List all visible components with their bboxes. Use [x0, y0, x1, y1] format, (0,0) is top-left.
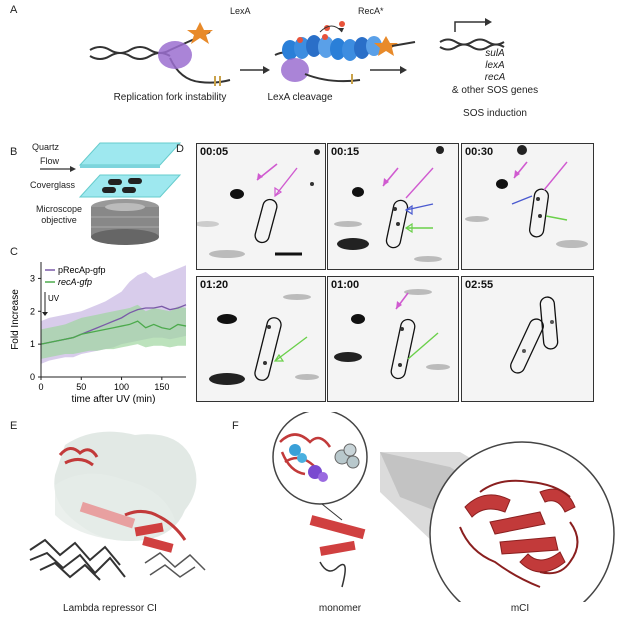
- panel-b-label: B: [10, 146, 18, 158]
- micrograph-0005: 00:05: [196, 143, 326, 270]
- panel-c-label: C: [10, 246, 18, 258]
- y-tick-label: 3: [30, 273, 35, 283]
- timestamp-0015: 00:15: [331, 146, 360, 158]
- gene-other: & other SOS genes: [451, 85, 539, 96]
- y-tick-label: 2: [30, 306, 35, 316]
- timestamp-0255: 02:55: [465, 279, 494, 291]
- micrograph-0255: 02:55: [461, 276, 594, 402]
- y-axis-title: Fold Increase: [10, 289, 21, 350]
- x-axis-title: time after UV (min): [72, 394, 156, 405]
- caption-mci: mCI: [510, 603, 530, 614]
- panel-f-label: F: [232, 420, 239, 432]
- gene-reca: recA: [484, 72, 506, 83]
- flow-cell-illustration: [40, 142, 182, 245]
- legend-label-1: recA-gfp: [58, 277, 92, 287]
- reca-filament: [274, 21, 416, 84]
- flow-label: Flow: [40, 156, 60, 166]
- micrograph-0030: 00:30: [461, 143, 594, 270]
- lambda-repressor-structure: [29, 431, 206, 581]
- coverglass-label: Coverglass: [30, 180, 76, 190]
- sos-gene-dna: [439, 18, 505, 51]
- confidence-band-1: [41, 304, 186, 359]
- uv-label: UV: [48, 294, 60, 303]
- caption-lambda: Lambda repressor CI: [63, 603, 157, 614]
- x-tick-label: 150: [154, 382, 169, 392]
- y-tick-label: 0: [30, 372, 35, 382]
- panel-d-label: D: [176, 143, 184, 155]
- panel-e-label: E: [10, 420, 18, 432]
- gene-sula: sulA: [485, 48, 505, 59]
- fold-increase-chart: 0 50 100 150 0 1 2 3 time after UV (min) Fold Inc…: [10, 262, 187, 405]
- caption-monomer: monomer: [318, 603, 362, 614]
- x-tick-label: 0: [38, 382, 43, 392]
- micrograph-0100: 01:00: [327, 276, 459, 402]
- caption-fork: Replication fork instability: [113, 92, 227, 103]
- caption-sos: SOS induction: [463, 108, 527, 119]
- caption-cleavage: LexA cleavage: [267, 92, 333, 103]
- replication-fork-1: [89, 22, 231, 86]
- legend-label-0: pRecAp-gfp: [58, 265, 106, 275]
- y-tick-label: 1: [30, 339, 35, 349]
- series-line-1: [40, 320, 187, 345]
- uv-arrowhead: [42, 312, 48, 316]
- gene-list: sulA lexA recA: [460, 48, 530, 84]
- timestamp-0100: 01:00: [331, 279, 360, 291]
- lexa-label: LexA: [230, 6, 251, 16]
- gene-lexa: lexA: [485, 60, 505, 71]
- micrograph-0015: 00:15: [327, 143, 459, 270]
- objective-label: Microscope objective: [35, 204, 82, 225]
- timestamp-0030: 00:30: [465, 146, 494, 158]
- panel-a-label: A: [10, 4, 18, 16]
- panel-a-schematic: [89, 18, 505, 86]
- reca-label: RecA*: [358, 6, 384, 16]
- quartz-label: Quartz: [32, 142, 60, 152]
- x-tick-label: 50: [76, 382, 86, 392]
- timestamp-0120: 01:20: [200, 279, 229, 291]
- micrograph-0120: 01:20: [196, 276, 326, 402]
- x-tick-label: 100: [114, 382, 129, 392]
- monomer-structure: [272, 412, 615, 602]
- timestamp-0005: 00:05: [200, 146, 229, 158]
